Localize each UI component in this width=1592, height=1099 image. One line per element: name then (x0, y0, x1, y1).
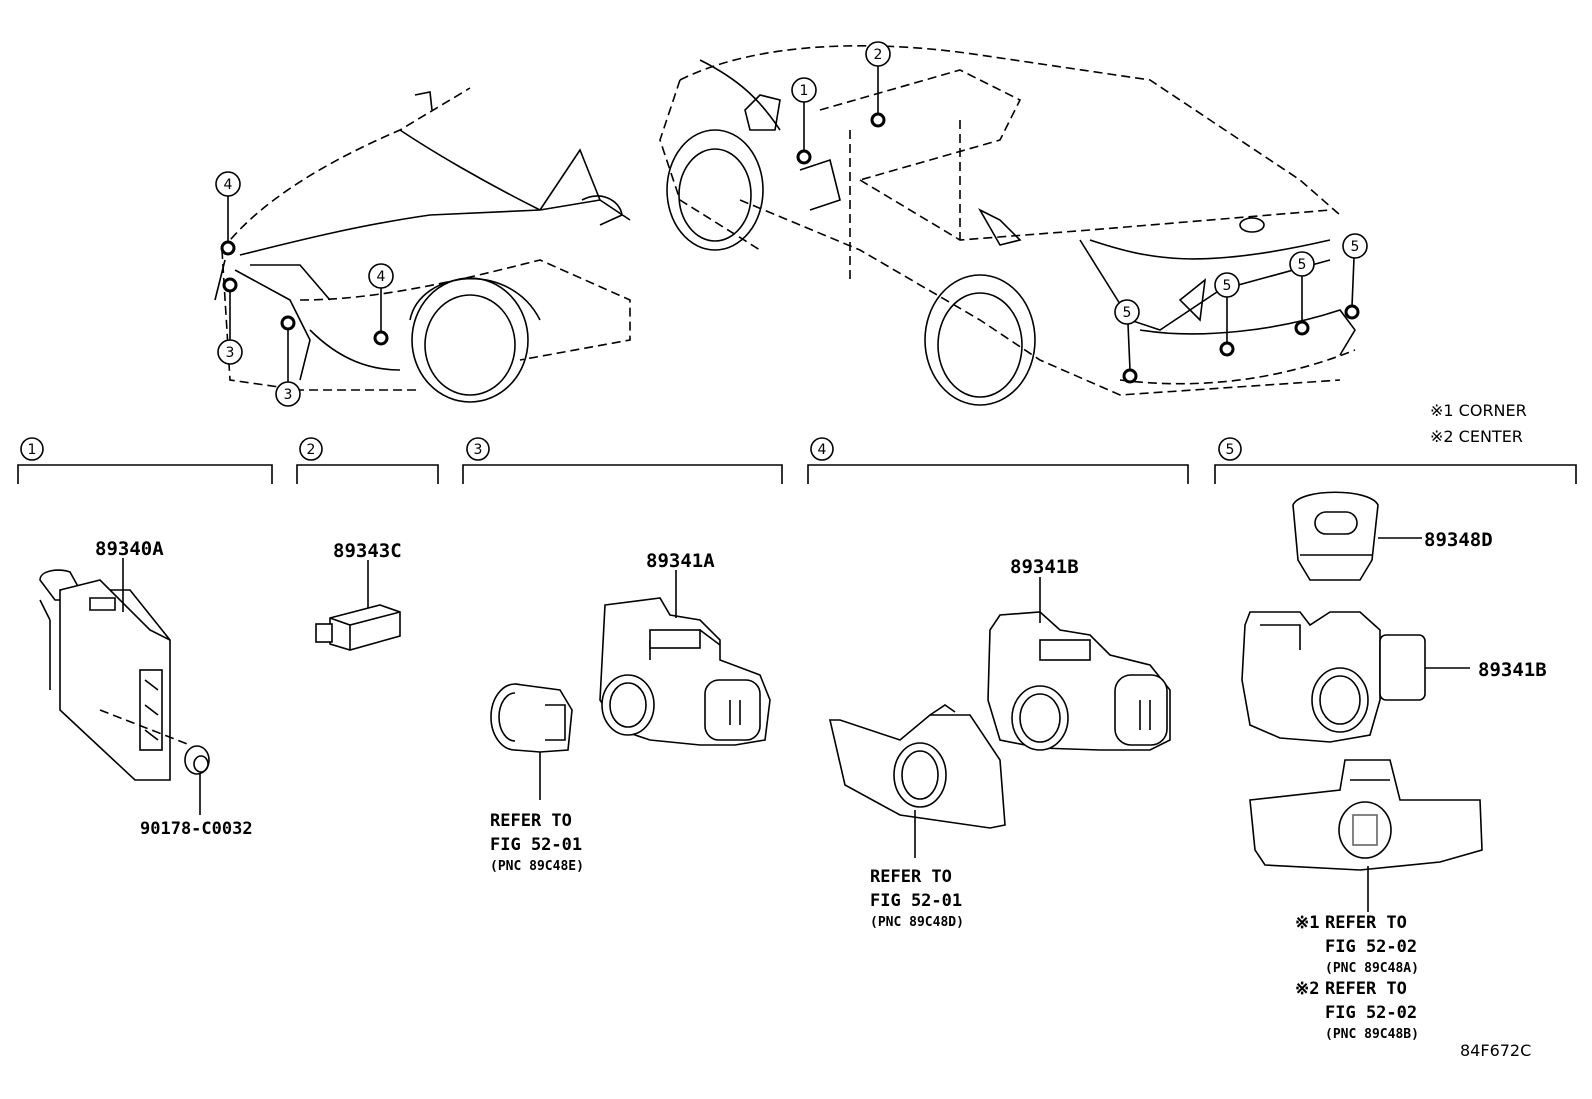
svg-text:3: 3 (284, 387, 293, 403)
section-4-header: 4 (807, 437, 1189, 484)
svg-text:5: 5 (1298, 257, 1307, 273)
svg-text:(PNC 89C48D): (PNC 89C48D) (870, 915, 964, 930)
bracket-section5-drawing[interactable] (1249, 759, 1483, 871)
svg-text:REFER TO: REFER TO (490, 811, 572, 831)
svg-text:5: 5 (1123, 305, 1132, 321)
svg-text:5: 5 (1351, 239, 1360, 255)
note-center: ※2 CENTER (1430, 427, 1523, 446)
svg-text:(PNC 89C48A): (PNC 89C48A) (1325, 961, 1419, 976)
refer-note-section3[interactable]: REFER TO FIG 52-01 (PNC 89C48E) (490, 811, 584, 874)
rear-car-illustration (659, 44, 1360, 406)
svg-text:1: 1 (800, 83, 809, 99)
svg-text:FIG 52-01: FIG 52-01 (490, 835, 582, 855)
callout-2-rear-view[interactable]: 2 (865, 41, 891, 67)
part-label-89340A[interactable]: 89340A (95, 538, 164, 560)
callout-4-front-right[interactable]: 4 (368, 263, 394, 289)
clip-90178-drawing[interactable] (184, 745, 210, 775)
svg-text:REFER TO: REFER TO (870, 867, 952, 887)
clip-dashed-line (99, 709, 191, 746)
svg-text:1: 1 (28, 442, 37, 458)
section-3-header: 3 (462, 437, 783, 484)
callout-3-front-center[interactable]: 3 (275, 381, 301, 407)
callout-4-front-left[interactable]: 4 (215, 171, 241, 197)
section-1-header: 1 (17, 437, 273, 484)
callout-3-front-left[interactable]: 3 (217, 339, 243, 365)
svg-text:3: 3 (226, 345, 235, 361)
note-corner: ※1 CORNER (1430, 401, 1527, 420)
callout-5-rear-right[interactable]: 5 (1342, 233, 1368, 259)
part-label-89343C[interactable]: 89343C (333, 540, 402, 562)
svg-text:3: 3 (474, 442, 483, 458)
sensor-89343C-drawing[interactable] (315, 604, 401, 651)
part-label-89341B-section4[interactable]: 89341B (1010, 556, 1079, 578)
callout-1-rear-view[interactable]: 1 (791, 77, 817, 103)
svg-text:4: 4 (377, 269, 386, 285)
svg-text:※2: ※2 (1295, 979, 1319, 999)
svg-text:(PNC 89C48E): (PNC 89C48E) (490, 859, 584, 874)
part-label-90178-C0032[interactable]: 90178-C0032 (140, 819, 253, 839)
svg-text:5: 5 (1226, 442, 1235, 458)
front-car-illustration (214, 87, 631, 403)
sensor-89341B-drawing-section4[interactable] (987, 611, 1171, 751)
callout-5-rear-right-center[interactable]: 5 (1289, 251, 1315, 277)
callout-5-rear-center[interactable]: 5 (1214, 272, 1240, 298)
sensor-89341B-drawing-section5[interactable] (1241, 611, 1426, 743)
part-label-89348D[interactable]: 89348D (1424, 529, 1493, 551)
refer-note-section4[interactable]: REFER TO FIG 52-01 (PNC 89C48D) (870, 867, 964, 930)
svg-text:4: 4 (818, 442, 827, 458)
svg-text:2: 2 (874, 47, 883, 63)
svg-text:FIG 52-02: FIG 52-02 (1325, 937, 1417, 957)
section-2-header: 2 (296, 437, 439, 484)
part-label-89341B-section5[interactable]: 89341B (1478, 659, 1547, 681)
refer-note-section5-center[interactable]: ※2 REFER TO FIG 52-02 (PNC 89C48B) (1295, 979, 1419, 1042)
svg-text:※1: ※1 (1295, 913, 1319, 933)
bracket-section4-drawing[interactable] (828, 704, 1006, 829)
svg-text:4: 4 (224, 177, 233, 193)
section-5-header: 5 (1214, 437, 1577, 484)
svg-text:2: 2 (307, 442, 316, 458)
refer-note-section5-corner[interactable]: ※1 REFER TO FIG 52-02 (PNC 89C48A) (1295, 913, 1419, 976)
svg-text:REFER TO: REFER TO (1325, 979, 1407, 999)
figure-code: 84F672C (1460, 1041, 1531, 1060)
callout-5-rear-left[interactable]: 5 (1114, 299, 1140, 325)
svg-text:REFER TO: REFER TO (1325, 913, 1407, 933)
svg-text:5: 5 (1223, 278, 1232, 294)
cover-89348D-drawing[interactable] (1292, 491, 1379, 581)
part-label-89341A[interactable]: 89341A (646, 550, 715, 572)
retainer-section3-drawing[interactable] (490, 683, 573, 753)
ecu-89340A-drawing[interactable] (39, 569, 171, 781)
svg-text:FIG 52-02: FIG 52-02 (1325, 1003, 1417, 1023)
svg-text:FIG 52-01: FIG 52-01 (870, 891, 962, 911)
svg-text:(PNC 89C48B): (PNC 89C48B) (1325, 1027, 1419, 1042)
sensor-89341A-drawing[interactable] (599, 597, 771, 746)
